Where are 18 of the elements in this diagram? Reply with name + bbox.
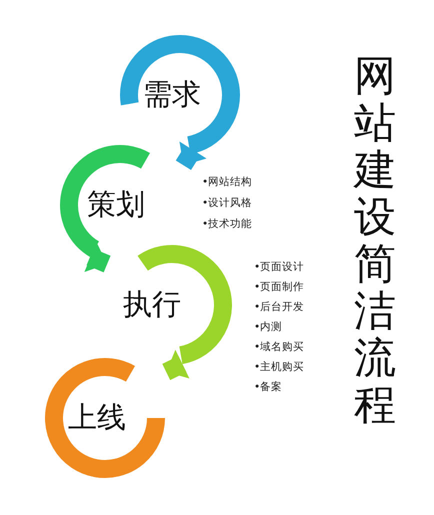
node-label: 执行 — [123, 286, 181, 323]
title: 网站建设简洁流程 — [354, 52, 397, 428]
bullet-item: •网站结构 — [202, 175, 252, 190]
bullet-item: •技术功能 — [202, 217, 252, 232]
arrow — [84, 242, 111, 272]
bullet-item: •页面设计 — [254, 260, 304, 275]
bullet-item: •后台开发 — [254, 300, 304, 315]
bullet-item: •域名购买 — [254, 340, 304, 355]
bullet-item: •设计风格 — [202, 196, 252, 211]
node-label: 上线 — [68, 399, 126, 436]
arrow — [162, 350, 190, 380]
node-label: 需求 — [143, 76, 201, 113]
bullet-item: •主机购买 — [254, 360, 304, 375]
bullet-item: •内测 — [254, 320, 284, 335]
bullet-item: •备案 — [254, 380, 284, 395]
node-label: 策划 — [87, 186, 145, 223]
arrow — [176, 142, 207, 170]
bullet-item: •页面制作 — [254, 280, 304, 295]
